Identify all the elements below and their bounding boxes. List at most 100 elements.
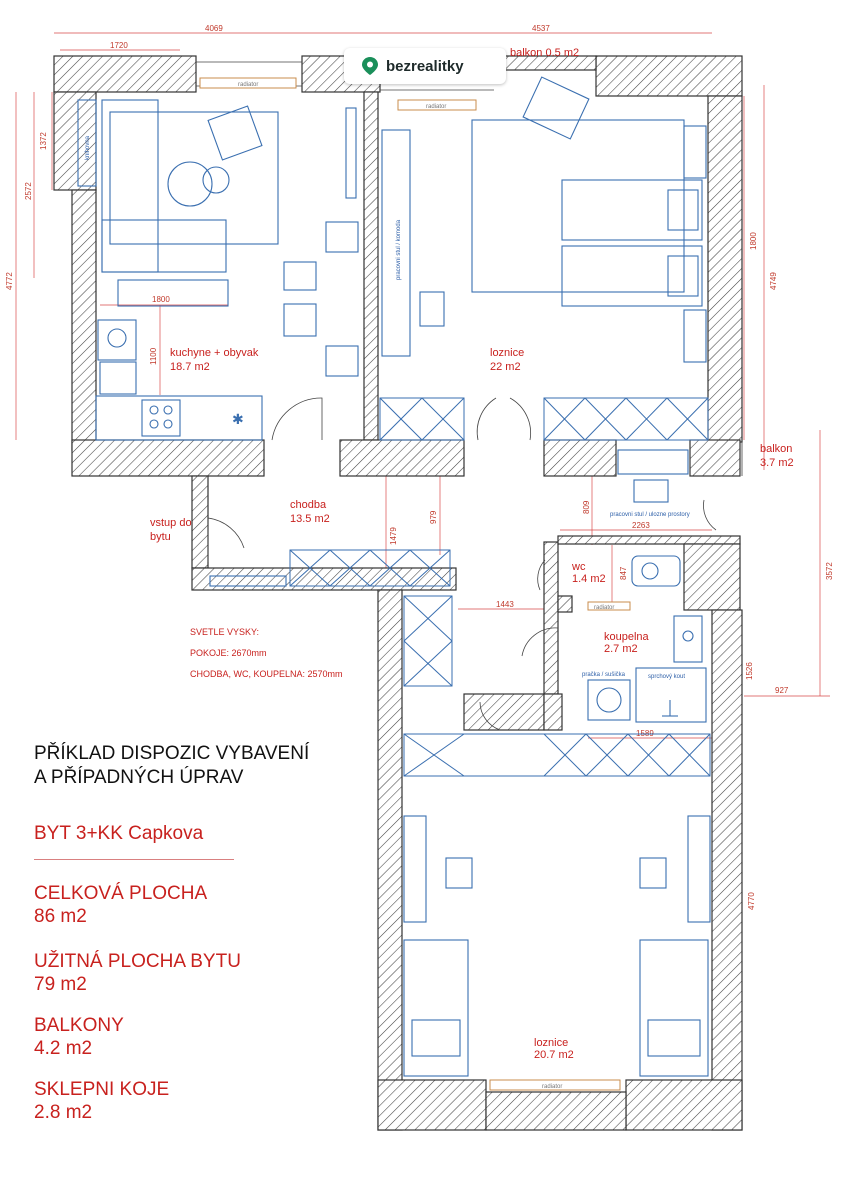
chair [283,261,317,291]
wardrobe-bedroom1-right [543,397,709,441]
dim-left-mid: 2572 [24,182,33,200]
rug [109,111,279,245]
room-hall-area: 13.5 m2 [290,513,330,525]
dim-left-inner: 1372 [39,132,48,150]
walls [53,55,743,1131]
brand-name: bezrealitky [386,57,464,75]
washer-dryer [587,679,631,721]
service-height: CHODBA, WC, KOUPELNA: 2570mm [190,669,343,679]
chair [325,345,359,377]
balcony-door [703,499,717,531]
room-wc-name: wc [571,561,586,573]
bed [561,245,703,307]
rooms-height: POKOJE: 2670mm [190,648,267,658]
balconies-value: 4.2 m2 [34,1038,93,1059]
heights-title: SVETLE VYSKY: [190,627,260,637]
legend: PŘÍKLAD DISPOZIC VYBAVENÍ A PŘÍPADNÝCH Ú… [34,742,334,1124]
bedroom1-furniture: pracovni stul / komoda [381,76,707,441]
shower [635,667,707,723]
room-living-name: kuchyne + obyvak [170,347,259,359]
wardrobes [289,397,711,777]
living-furniture: knihovna ✱ [77,99,359,441]
usable-area-label: UŽITNÁ PLOCHA BYTU [34,951,241,972]
chair [325,221,359,253]
location-pin-icon [362,57,378,75]
rug [471,119,685,293]
dim-kitchen-w: 1800 [152,295,170,304]
bath-door [521,627,559,657]
bedroom1-door [476,397,497,441]
radiator-label: radiator [426,104,446,110]
bedroom2-furniture [403,815,711,1077]
bedroom2-door [479,701,501,731]
washbasin [673,615,703,663]
washer-label: pračka / sušička [582,672,626,678]
entrance-label-1: vstup do [150,517,192,529]
balcony-top-label: balkon 0.5 m2 [510,47,579,59]
bed [561,179,703,241]
coffee-table [167,161,213,207]
fridge [97,319,137,361]
cellar-label: SKLEPNI KOJE [34,1079,170,1100]
entrance-label-2: bytu [150,531,171,543]
desk-dresser-label: pracovni stul / komoda [396,219,402,280]
shoe-rack [209,575,287,587]
total-area-value: 86 m2 [34,906,87,927]
dim-corr-h: 809 [582,500,591,514]
room-bedroom1-name: loznice [490,347,524,359]
hall-furniture: pracovni stul / ulozne prostory [207,449,717,731]
legend-title-line2: A PŘÍPADNÝCH ÚPRAV [34,767,244,788]
bed-left [403,939,469,1077]
dim-left-outer: 4772 [5,272,14,290]
room-hall-name: chodba [290,499,327,511]
cellar-value: 2.8 m2 [34,1102,93,1123]
dim-top-sub: 1720 [110,41,128,50]
desk-chair-right [639,857,667,889]
legend-title-line1: PŘÍKLAD DISPOZIC VYBAVENÍ [34,743,310,764]
desk-right [687,815,711,923]
radiators: radiator radiator radiator radiator [199,77,631,1091]
dim-bottom-room-h: 4770 [747,892,756,910]
ceiling-heights-notes: SVETLE VYSKY: POKOJE: 2670mm CHODBA, WC,… [190,622,343,685]
room-labels: kuchyne + obyvak 18.7 m2 loznice 22 m2 c… [150,47,794,1061]
flat-name: BYT 3+KK Capkova [34,823,204,844]
kitchen-counter [95,395,263,441]
legend-divider [34,859,234,860]
kitchen-island [117,279,229,307]
room-living-area: 18.7 m2 [170,361,210,373]
wc-door [537,559,546,591]
radiator-label: radiator [238,82,258,88]
balconies-label: BALKONY [34,1015,124,1036]
wardrobe-bedroom1-left [379,397,465,441]
wardrobe-hall [289,549,451,587]
dim-balcony-w: 927 [775,686,789,695]
balcony-right-label-1: balkon [760,443,792,455]
dim-wc-w: 2263 [632,521,650,530]
bookshelf [77,99,97,187]
chair [283,303,317,337]
vent-icon: ✱ [232,412,244,428]
bookshelf-label: knihovna [85,135,91,160]
nightstand [683,125,707,179]
total-area-label: CELKOVÁ PLOCHA [34,883,208,904]
desk-dresser [381,129,411,357]
room-bedroom2-area: 20.7 m2 [534,1049,574,1061]
cooktop [141,399,181,437]
balcony-right-label-2: 3.7 m2 [760,457,794,469]
desk-left [403,815,427,923]
bathroom-furniture: pračka / sušička sprchový kout [582,555,707,723]
dim-right-outer: 4749 [769,272,778,290]
radiator-bedroom2 [489,1079,621,1091]
radiator-bedroom1 [397,99,477,111]
bed-right [639,939,709,1077]
dim-right-bed: 1800 [749,232,758,250]
radiator-bath [587,601,631,611]
room-bath-name: koupelna [604,631,650,643]
dim-kitchen-h: 1100 [149,347,158,365]
dim-bath-h: 1526 [745,662,754,680]
toilet [631,555,681,587]
dim-balcony-h: 3572 [825,562,834,580]
entrance-door [207,517,245,549]
dim-wc-h: 847 [619,566,628,580]
